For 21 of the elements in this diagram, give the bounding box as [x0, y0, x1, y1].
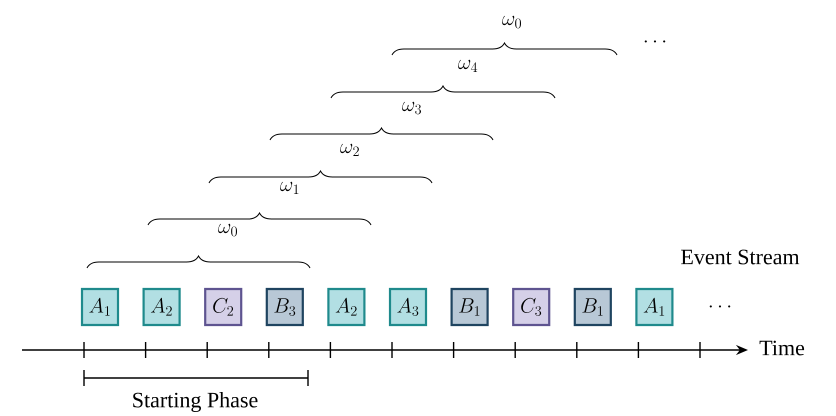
- event-box: $C_2$: [204, 288, 242, 326]
- event-box: $C_3$: [512, 288, 550, 326]
- window-label: $\omega_2$: [340, 144, 359, 156]
- window-label: $\omega_0$: [218, 224, 237, 236]
- axis-label: Event Stream: [681, 250, 800, 264]
- event-box: $A_1$: [80, 288, 120, 326]
- window-label: $\omega_1$: [280, 182, 298, 194]
- ellipsis: $\cdots$: [710, 305, 730, 308]
- axis-label: Starting Phase: [133, 392, 258, 412]
- axis-label: Time: [760, 340, 804, 356]
- ellipsis: $\cdots$: [644, 40, 666, 43]
- window-label: $\omega_0$: [502, 16, 521, 28]
- event-box: $B_3$: [266, 288, 304, 326]
- event-box: $A_2$: [142, 288, 181, 326]
- event-box: $A_3$: [388, 288, 428, 326]
- event-box: $B_1$: [450, 288, 489, 326]
- event-box: $A_1$: [635, 288, 674, 326]
- window-label: $\omega_4$: [458, 60, 478, 72]
- event-box: $B_1$: [574, 288, 612, 326]
- window-label: $\omega_3$: [402, 102, 421, 114]
- event-box: $A_2$: [327, 288, 366, 326]
